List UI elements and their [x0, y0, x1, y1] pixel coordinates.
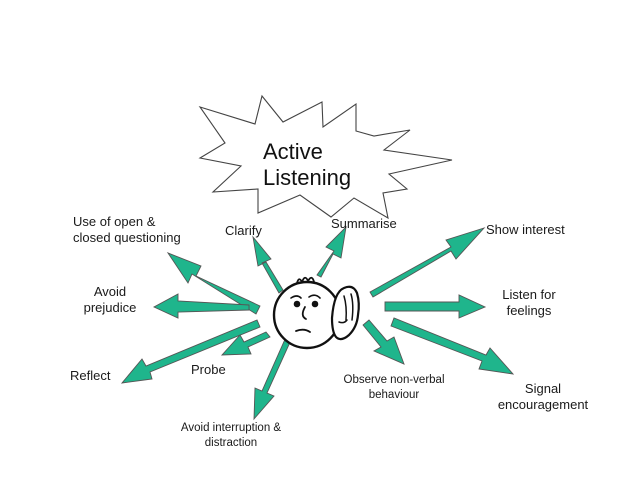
label-feelings: Listen for feelings: [485, 287, 573, 319]
arrow-summarise: [316, 225, 347, 278]
arrow-interruption: [253, 336, 292, 421]
label-show-interest: Show interest: [486, 222, 565, 238]
label-feelings-line-2: feelings: [506, 303, 552, 318]
label-prejudice-line-2: prejudice: [83, 300, 137, 315]
label-prejudice-line-1: Avoid: [93, 284, 127, 299]
label-interruption-line-2: distraction: [204, 437, 258, 449]
arrow-prejudice: [152, 293, 250, 319]
title-burst-shape: [198, 94, 453, 220]
arrow-clarify: [252, 235, 284, 294]
label-probe: Probe: [191, 362, 226, 378]
label-prejudice: Avoid prejudice: [80, 284, 140, 316]
label-questioning: Use of open & closed questioning: [73, 214, 181, 246]
arrow-non-verbal: [362, 319, 405, 365]
label-encouragement: Signal encouragement: [478, 381, 608, 413]
title-line-2: Listening: [263, 165, 352, 190]
label-interruption: Avoid interruption & distraction: [161, 421, 301, 451]
arrow-reflect: [120, 319, 261, 384]
label-clarify: Clarify: [225, 223, 262, 239]
face-head: [272, 280, 342, 350]
arrow-feelings: [384, 294, 487, 319]
label-questioning-line-1: Use of open &: [73, 214, 156, 229]
label-probe-line-1: Probe: [191, 362, 226, 377]
label-feelings-line-1: Listen for: [502, 287, 556, 302]
label-summarise: Summarise: [331, 216, 397, 232]
label-non-verbal: Observe non-verbal behaviour: [324, 373, 464, 403]
listening-face-icon: [272, 276, 360, 350]
arrow-probe: [220, 331, 271, 356]
label-show-interest-line-1: Show interest: [486, 222, 565, 237]
label-clarify-line-1: Clarify: [225, 223, 262, 238]
title-line-1: Active: [263, 139, 323, 164]
arrow-encouragement: [390, 317, 515, 375]
label-non-verbal-line-2: behaviour: [368, 389, 420, 401]
label-reflect: Reflect: [70, 368, 110, 384]
diagram-title: Active Listening: [263, 139, 351, 191]
label-interruption-line-1: Avoid interruption &: [180, 422, 282, 434]
label-encouragement-line-1: Signal: [524, 381, 562, 396]
label-reflect-line-1: Reflect: [70, 368, 111, 383]
label-encouragement-line-2: encouragement: [497, 397, 589, 412]
label-questioning-line-2: closed questioning: [73, 230, 181, 245]
label-non-verbal-line-1: Observe non-verbal: [343, 374, 445, 386]
label-summarise-line-1: Summarise: [331, 216, 397, 231]
arrow-show-interest: [369, 227, 486, 298]
